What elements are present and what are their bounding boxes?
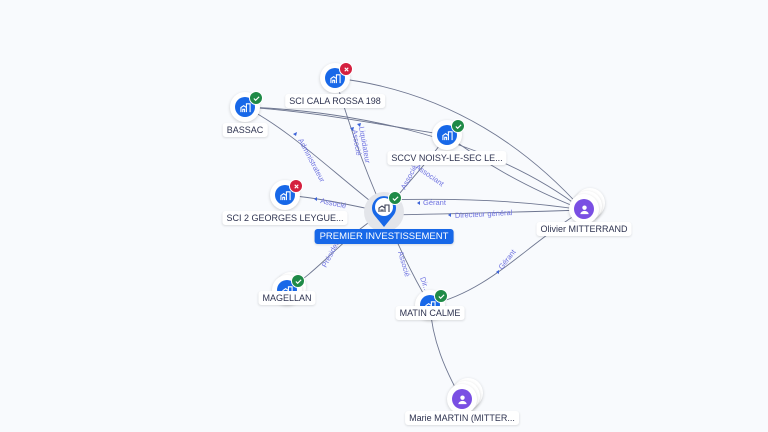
person-icon xyxy=(574,199,594,219)
edge-arrow xyxy=(417,201,420,205)
node-label: Olivier MITTERRAND xyxy=(536,222,632,236)
edge-label-gerant: Gérant xyxy=(423,198,447,207)
node-marie-martin[interactable]: Marie MARTIN (MITTER... xyxy=(405,378,519,425)
node-label: BASSAC xyxy=(222,123,268,137)
node-label: MAGELLAN xyxy=(258,291,316,305)
edge-premier-bassac[interactable] xyxy=(244,106,385,213)
edge-olivier-premier-gerant[interactable] xyxy=(383,198,584,211)
edge-olivier-calarossa[interactable] xyxy=(334,77,584,211)
node-label: Marie MARTIN (MITTER... xyxy=(405,411,519,425)
edge-label-associe-georges: Associé xyxy=(320,196,348,210)
edge-olivier-bassac[interactable] xyxy=(244,106,584,211)
node-label: SCCV NOISY-LE-SEC LE... xyxy=(387,151,507,165)
edge-label-associe-calarossa: Associé xyxy=(350,129,363,156)
edge-label-associe-matin: Associé xyxy=(396,250,412,278)
edge-arrow xyxy=(293,132,297,136)
check-icon xyxy=(451,119,465,133)
node-calarossa[interactable]: SCI CALA ROSSA 198 xyxy=(285,62,385,108)
node-label: SCI 2 GEORGES LEYGUE... xyxy=(222,211,348,225)
edge-arrow xyxy=(448,213,451,217)
check-icon xyxy=(291,274,305,288)
edge-calarossa-sccv[interactable] xyxy=(244,106,448,136)
check-icon xyxy=(434,289,448,303)
node-label-focus: PREMIER INVESTISSEMENT xyxy=(314,229,454,244)
node-georges[interactable]: SCI 2 GEORGES LEYGUE... xyxy=(222,179,348,225)
node-bassac[interactable]: BASSAC xyxy=(222,91,268,137)
node-magellan[interactable]: MAGELLAN xyxy=(258,272,316,305)
edge-arrow xyxy=(496,270,499,274)
cross-icon xyxy=(289,179,303,193)
node-label: SCI CALA ROSSA 198 xyxy=(285,94,385,108)
person-icon xyxy=(452,389,472,409)
node-olivier-mitterrand[interactable]: Olivier MITTERRAND xyxy=(536,188,632,236)
edge-arrow xyxy=(314,197,317,201)
check-icon xyxy=(249,91,263,105)
edge-arrow xyxy=(350,127,354,131)
edge-arrow xyxy=(357,123,361,127)
node-sccv[interactable]: SCCV NOISY-LE-SEC LE... xyxy=(387,119,507,165)
node-premier-investissement[interactable]: PREMIER INVESTISSEMENT xyxy=(314,191,454,244)
edge-olivier-sccv[interactable] xyxy=(446,134,584,211)
edge-label-associant: Associant xyxy=(414,162,447,189)
edge-label-directeur-general: Directeur général xyxy=(455,208,513,220)
node-label: MATIN CALME xyxy=(395,306,465,320)
check-icon xyxy=(388,191,402,205)
map-pin-icon xyxy=(372,196,396,227)
edge-label-administrateur: Administrateur xyxy=(296,137,327,184)
node-matin-calme[interactable]: MATIN CALME xyxy=(395,289,465,320)
cross-icon xyxy=(339,62,353,76)
edge-olivier-premier-dg[interactable] xyxy=(383,209,584,216)
